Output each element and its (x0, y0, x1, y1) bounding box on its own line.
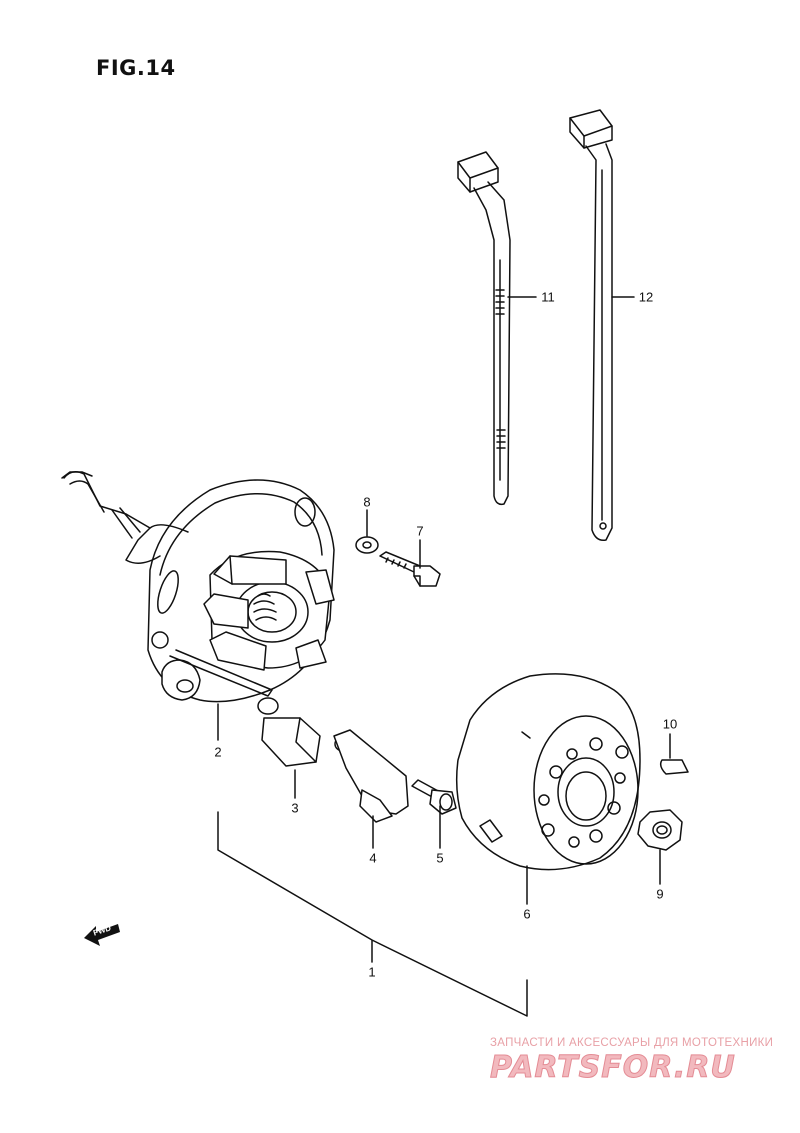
pickup-coil-4 (333, 729, 409, 823)
callout-6: 6 (523, 906, 531, 922)
callout-5: 5 (436, 850, 444, 866)
callout-7: 7 (416, 523, 424, 539)
nut-9 (637, 809, 683, 851)
callout-8: 8 (363, 494, 371, 510)
watermark-logo[interactable]: PARTSFOR.RU (490, 1050, 736, 1086)
callout-11: 11 (541, 289, 555, 305)
washer-8 (355, 536, 379, 554)
callout-1: 1 (368, 964, 376, 980)
callout-3: 3 (291, 800, 299, 816)
callout-12: 12 (638, 289, 654, 305)
rubber-3 (257, 697, 321, 767)
assembly-bracket-1 (217, 811, 528, 1017)
fwd-arrow-icon (84, 924, 120, 946)
callout-2: 2 (214, 744, 222, 760)
key-10 (659, 759, 689, 775)
wire-harness-11 (457, 151, 511, 506)
callout-9: 9 (656, 886, 664, 902)
wire-harness-12 (569, 109, 613, 542)
callout-4: 4 (369, 850, 377, 866)
stator-base-2 (61, 471, 335, 703)
watermark-tagline: ЗАПЧАСТИ И АКСЕССУАРЫ ДЛЯ МОТОТЕХНИКИ (490, 1037, 774, 1049)
flywheel-rotor-6 (455, 673, 641, 871)
screw-5 (411, 779, 457, 815)
callout-10: 10 (662, 716, 678, 732)
bolt-7 (379, 551, 441, 587)
figure-title: FIG.14 (96, 56, 176, 80)
